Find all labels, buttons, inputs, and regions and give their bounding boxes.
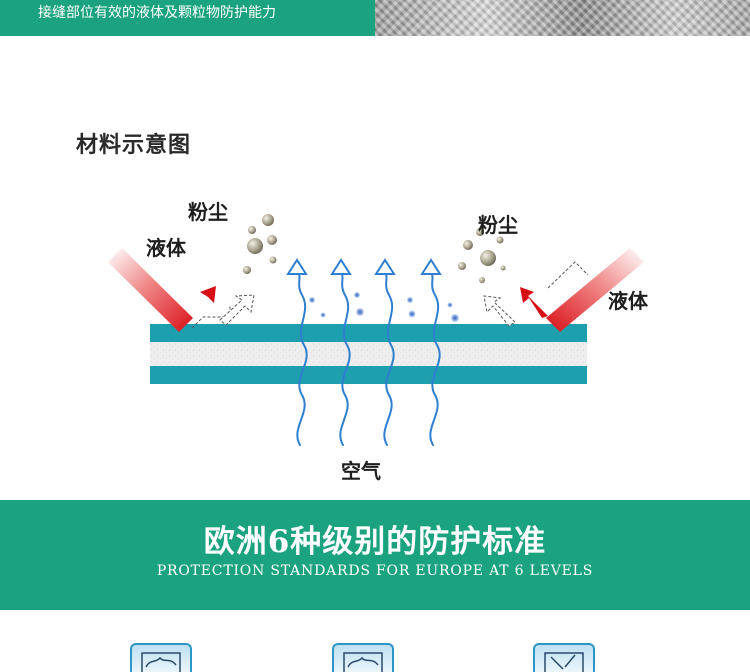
standards-band: 欧洲6种级别的防护标准 PROTECTION STANDARDS FOR EUR… xyxy=(0,500,750,610)
material-diagram: 粉尘 液体 粉尘 液体 空气 xyxy=(0,180,750,500)
dust-particles-left xyxy=(243,214,277,274)
inner-layer xyxy=(150,366,587,384)
standard-type-icon xyxy=(533,643,595,672)
air-label: 空气 xyxy=(341,459,381,483)
liquid-arrow-left xyxy=(108,248,255,332)
material-diagram-title: 材料示意图 xyxy=(76,132,192,158)
air-flow xyxy=(286,258,442,446)
standards-subtitle: PROTECTION STANDARDS FOR EUROPE AT 6 LEV… xyxy=(156,563,594,579)
spray-icon xyxy=(544,652,584,672)
outer-layer xyxy=(150,324,587,342)
dust-label-right: 粉尘 xyxy=(478,213,518,237)
material-diagram-graphic xyxy=(108,214,644,446)
splash-icon xyxy=(141,652,181,672)
banner-caption: 接缝部位有效的液体及颗粒物防护能力 xyxy=(38,5,276,21)
air-particles xyxy=(309,292,459,322)
middle-layer xyxy=(150,342,587,366)
standard-type-icon xyxy=(332,643,394,672)
fabric-photo xyxy=(375,0,750,36)
liquid-label-left: 液体 xyxy=(146,236,186,260)
standards-title: 欧洲6种级别的防护标准 xyxy=(203,524,547,560)
dust-label-left: 粉尘 xyxy=(188,200,228,224)
top-banner: 接缝部位有效的液体及颗粒物防护能力 xyxy=(0,0,750,36)
splash-icon xyxy=(343,652,383,672)
liquid-arrow-right xyxy=(483,248,644,332)
standard-type-icon xyxy=(130,643,192,672)
fabric-layers xyxy=(150,324,587,384)
liquid-label-right: 液体 xyxy=(608,289,648,313)
dust-particles-right xyxy=(458,228,506,283)
